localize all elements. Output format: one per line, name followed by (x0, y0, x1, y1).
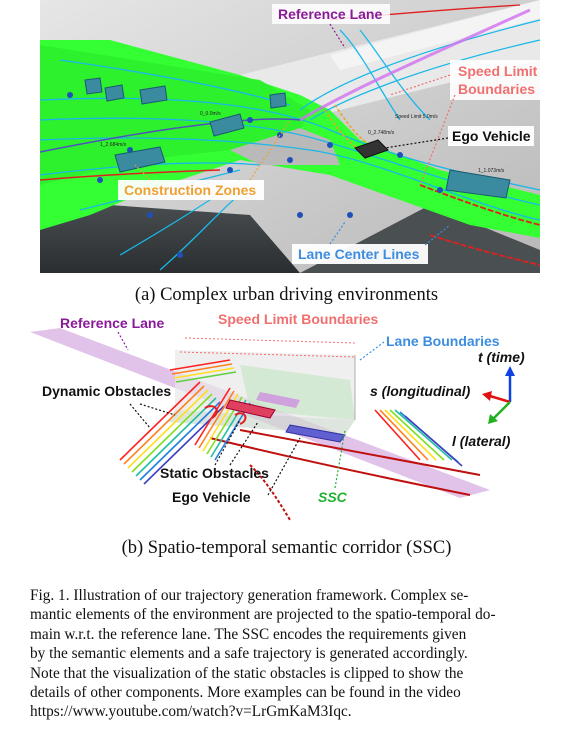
speed-label: Speed Limit 5.0m/s (395, 114, 438, 120)
panel-b-render: Reference Lane Speed Limit Boundaries La… (30, 311, 525, 521)
static-obstacles-label: Static Obstacles (160, 465, 269, 481)
caption-line: mantic elements of the environment are p… (30, 606, 496, 624)
speed-limit-label-a-line2: Boundaries (458, 81, 535, 97)
axis-s-label: s (longitudinal) (370, 383, 471, 399)
ego-vehicle-label-b: Ego Vehicle (172, 489, 251, 505)
caption-line: Note that the visualization of the stati… (30, 664, 464, 682)
ssc-label: SSC (318, 489, 348, 505)
reference-lane-label-a: Reference Lane (278, 6, 382, 22)
figure-caption: Fig. 1. Illustration of our trajectory g… (30, 586, 558, 722)
axis-triad (482, 366, 515, 424)
speed-label: 1_1.073m/s (478, 168, 505, 174)
speed-label: 1_2.684m/s (100, 142, 127, 148)
lane-boundaries-label: Lane Boundaries (386, 333, 500, 349)
caption-line: Fig. 1. Illustration of our trajectory g… (30, 587, 469, 604)
caption-line: by the semantic elements and a safe traj… (30, 645, 468, 663)
panel-a-caption: (a) Complex urban driving environments (134, 285, 439, 305)
caption-line: main w.r.t. the reference lane. The SSC … (30, 625, 467, 643)
speed-limit-label-a-line1: Speed Limit (458, 63, 538, 79)
lane-center-lines-label: Lane Center Lines (298, 246, 420, 262)
panel-a-render: 1_2.684m/s 0_2.748m/s 1_1.073m/s Speed L… (39, 0, 542, 273)
reference-lane-label-b: Reference Lane (60, 315, 164, 331)
caption-url[interactable]: https://www.youtube.com/watch?v=LrGmKaM3… (30, 703, 352, 721)
caption-line: details of other components. More exampl… (30, 684, 461, 702)
speed-label: 0_0.0m/s (200, 111, 221, 117)
speed-label: 0_2.748m/s (368, 130, 395, 136)
speed-limit-label-b: Speed Limit Boundaries (218, 311, 378, 327)
axis-l-label: l (lateral) (452, 433, 511, 449)
dynamic-obstacles-label: Dynamic Obstacles (42, 383, 171, 399)
construction-zones-label: Construction Zones (124, 182, 256, 198)
ego-vehicle-label-a: Ego Vehicle (452, 128, 531, 144)
axis-t-label: t (time) (478, 349, 525, 365)
panel-b-caption: (b) Spatio-temporal semantic corridor (S… (121, 538, 452, 558)
